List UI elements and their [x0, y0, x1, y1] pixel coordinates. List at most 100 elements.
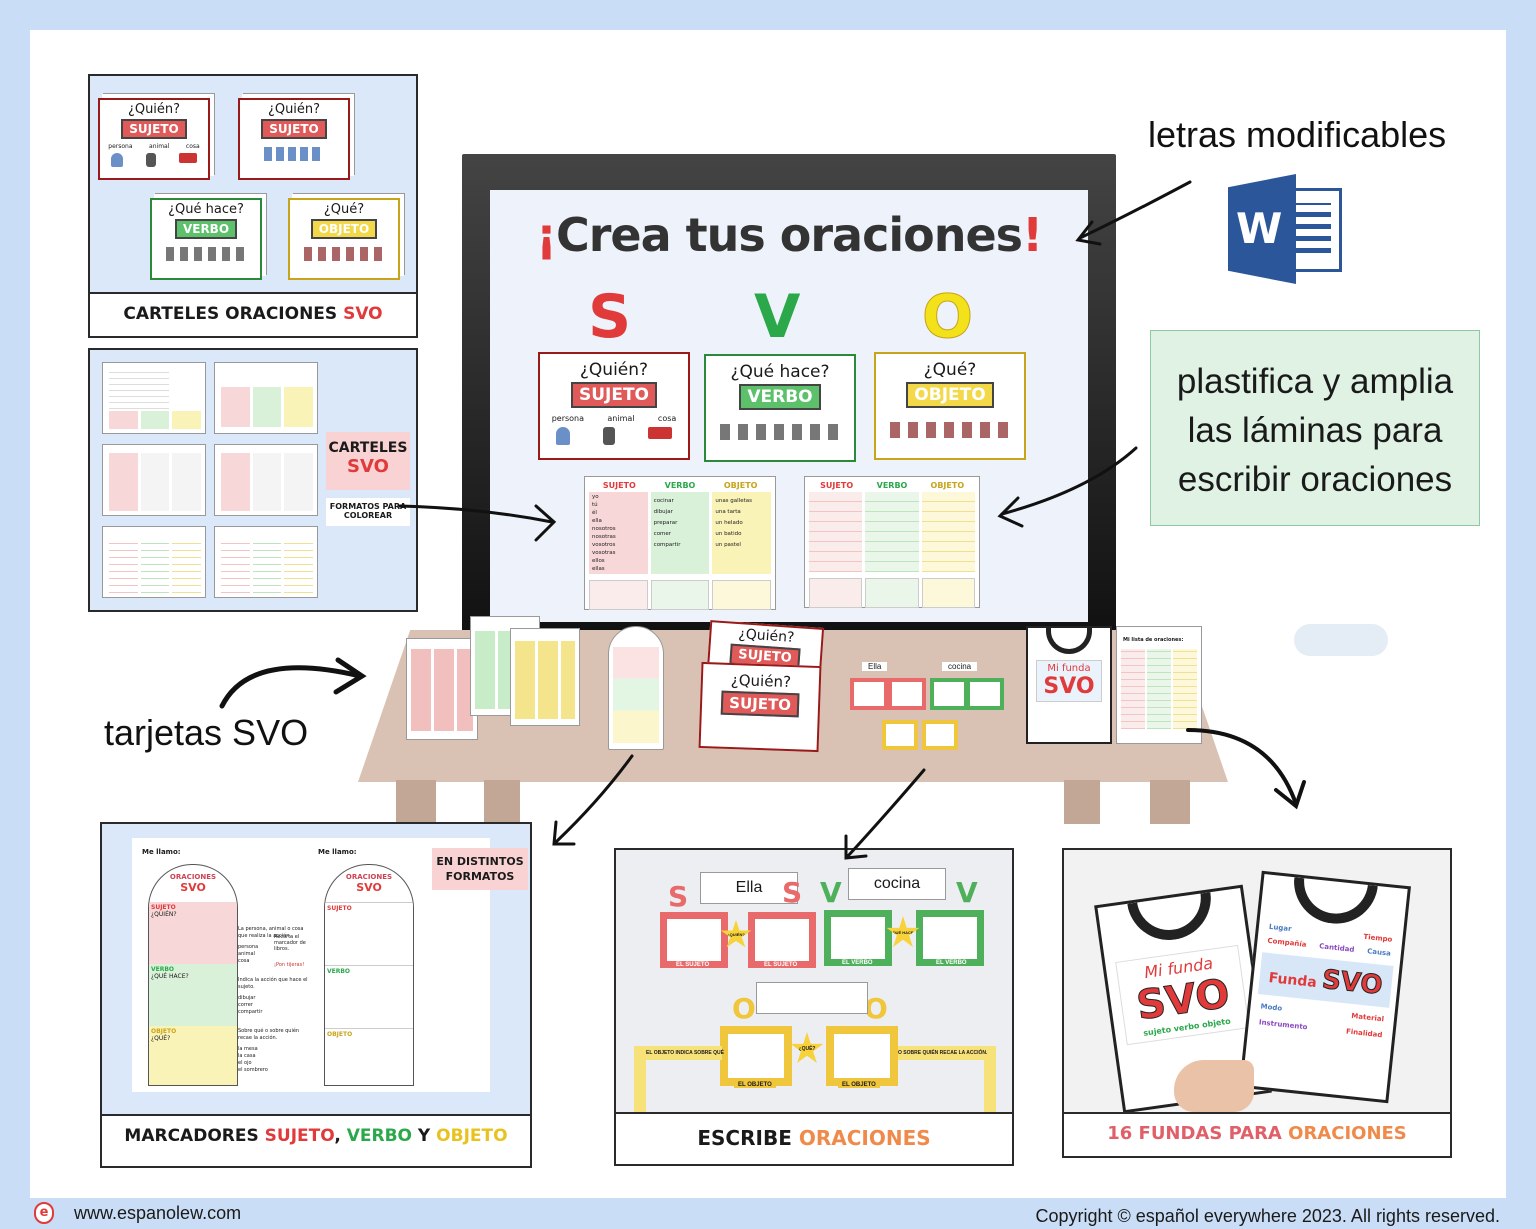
row-sujeto-text: La persona, animal o cosa que realiza la… [238, 926, 304, 939]
verb-icons [166, 247, 246, 261]
escribe-o-right: O [864, 992, 888, 1025]
side-note-2: ¡Pon tijeras! [274, 962, 305, 968]
row-verbo-label: VERBO [327, 968, 351, 975]
board-title-text: Crea tus oraciones [555, 208, 1023, 262]
panel-marcadores: Me llamo: Me llamo: ORACIONES SVO SUJETO… [100, 822, 532, 1168]
worksheet-thumb-5 [102, 526, 206, 598]
caption-y: Y [412, 1126, 437, 1146]
card-badge: VERBO [739, 384, 821, 410]
cat-icon [602, 427, 615, 445]
example-persona: persona [238, 944, 259, 950]
card-question: ¿Qué? [323, 202, 365, 217]
cat-icon [145, 153, 156, 167]
verb-item: comer [653, 531, 672, 537]
side-note: Recorta el marcador de libros. [274, 934, 306, 952]
poster-card-sujeto-1: ¿Quién? SUJETO persona animal cosa [98, 98, 210, 180]
object-item: unas galletas [715, 498, 752, 504]
escribe-word-ella: Ella [700, 872, 798, 904]
badge-line2: FORMATOS [445, 870, 515, 883]
card-sub-cosa: cosa [185, 143, 200, 150]
caption-verbo: VERBO [346, 1126, 412, 1146]
poster-card-objeto: ¿Qué? OBJETO [288, 198, 400, 280]
table-card-sheet-1 [406, 638, 478, 740]
row-sujeto-label: SUJETO [151, 904, 176, 911]
example-correr: correr [238, 1002, 253, 1008]
board-card-sujeto: ¿Quién? SUJETO persona animal cosa [538, 352, 690, 460]
funda-word-instrumento: Instrumento [1258, 1018, 1308, 1032]
carteles-badge: CARTELES SVO [326, 432, 410, 490]
card-question: ¿Quién? [730, 670, 792, 692]
header-verbo: VERBO [664, 481, 696, 490]
verb-item: compartir [653, 542, 681, 548]
panel-caption: ESCRIBE ORACIONES [616, 1112, 1012, 1164]
header-objeto: OBJETO [723, 481, 758, 490]
panel-caption: 16 FUNDAS PARA ORACIONES [1064, 1112, 1450, 1156]
plastifica-line3: escribir oraciones [1177, 460, 1453, 499]
example-el-ojo: el ojo [238, 1060, 252, 1066]
escribe-v-left: V [820, 876, 842, 909]
plastifica-line1: plastifica y amplia [1176, 362, 1454, 401]
subjects-column: yo tú él ella nosotros nosotras vosotros… [589, 492, 648, 574]
board-sheet-blank: SUJETO VERBO OBJETO [804, 476, 980, 608]
object-item: un helado [715, 520, 743, 526]
row-verbo-text: Indica la acción que hace el sujeto. [238, 977, 308, 990]
subject-item: ella [592, 518, 602, 524]
table-bookmark [608, 626, 664, 750]
label-el-sujeto-2: EL SUJETO [760, 962, 802, 968]
example-animal: animal [238, 951, 255, 957]
subject-item: vosotros [592, 542, 616, 548]
person-icon [111, 153, 124, 167]
me-llamo-2: Me llamo: [318, 848, 357, 856]
sofa-icon [647, 427, 672, 439]
footer-website[interactable]: www.espanolew.com [74, 1203, 242, 1223]
card-sub-persona: persona [108, 143, 133, 150]
object-item: una tarta [715, 509, 741, 515]
person-icon [556, 427, 571, 445]
table-leg-left-1 [396, 780, 436, 824]
verb-item: cocinar [653, 498, 674, 504]
card-question: ¿Quién? [267, 102, 321, 117]
card-sub-persona: persona [551, 414, 585, 423]
people-icon [264, 147, 324, 161]
card-badge: SUJETO [121, 119, 187, 139]
sofa-icon [178, 153, 197, 163]
row-sujeto-label: SUJETO [327, 905, 352, 912]
label-el-sujeto-1: EL SUJETO [672, 962, 714, 968]
verb-icons [720, 424, 840, 440]
caption-sujeto: SUJETO [264, 1126, 335, 1146]
funda-word-compania: Compañía [1267, 936, 1307, 949]
card-question: ¿Qué hace? [730, 362, 830, 382]
board-title: ¡Crea tus oraciones! [490, 208, 1088, 262]
table-card-sheet-3 [510, 628, 580, 726]
object-icons [304, 247, 384, 261]
example-el-sombrero: el sombrero [238, 1067, 268, 1073]
star-que: ¿QUÉ? [790, 1032, 824, 1063]
footer-logo-icon: e [34, 1202, 54, 1224]
header-sujeto: SUJETO [820, 481, 854, 490]
caption-text: 16 FUNDAS PARA [1107, 1123, 1289, 1144]
label-el-verbo-1: EL VERBO [838, 960, 877, 966]
panel-carteles-formatos: CARTELES SVO FORMATOS PARA COLOREAR [88, 348, 418, 612]
escribe-s-right: S [782, 876, 803, 909]
card-badge: SUJETO [570, 382, 658, 408]
card-sub-cosa: cosa [657, 414, 677, 423]
row-objeto-question: ¿QUÉ? [151, 1035, 171, 1042]
escribe-word-cocina: cocina [848, 868, 946, 900]
carteles-svo: SVO [347, 456, 389, 477]
me-llamo-1: Me llamo: [142, 848, 181, 856]
funda-word-tiempo: Tiempo [1362, 932, 1393, 944]
card-badge: VERBO [174, 219, 238, 239]
distintos-formatos-badge: EN DISTINTOS FORMATOS [432, 848, 528, 890]
header-sujeto: SUJETO [602, 481, 636, 490]
label-el-verbo-2: EL VERBO [932, 960, 971, 966]
board-card-verbo: ¿Qué hace? VERBO [704, 354, 856, 462]
subject-item: nosotros [592, 526, 616, 532]
example-cosa: cosa [238, 958, 250, 964]
board-card-objeto: ¿Qué? OBJETO [874, 352, 1026, 460]
worksheet-thumb-1 [102, 362, 206, 434]
table-glasses: Ella cocina [842, 660, 1004, 770]
card-question: ¿Quién? [127, 102, 181, 117]
verb-item: preparar [653, 520, 678, 526]
panel-caption: MARCADORES SUJETO, VERBO Y OBJETO [102, 1114, 530, 1166]
panel-escribe-oraciones: Ella cocina S S V V ¿QUIÉN? ¿QUÉ HACE? E… [614, 848, 1014, 1166]
